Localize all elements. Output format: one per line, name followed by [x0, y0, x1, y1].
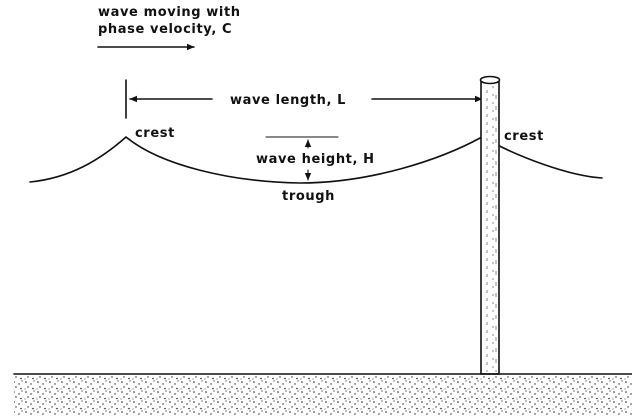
phase-velocity-label-line2: phase velocity, C	[98, 22, 232, 37]
wave-profile	[29, 136, 603, 184]
measuring-post	[479, 75, 501, 375]
sea-floor-sand	[14, 375, 632, 416]
trough-label: trough	[282, 189, 335, 204]
crest-label-right: crest	[504, 129, 544, 144]
wave-height-label: wave height, H	[256, 152, 375, 167]
phase-velocity-label-line1: wave moving with	[98, 5, 241, 20]
crest-label-left: crest	[135, 126, 175, 141]
wave-length-label: wave length, L	[230, 93, 346, 108]
